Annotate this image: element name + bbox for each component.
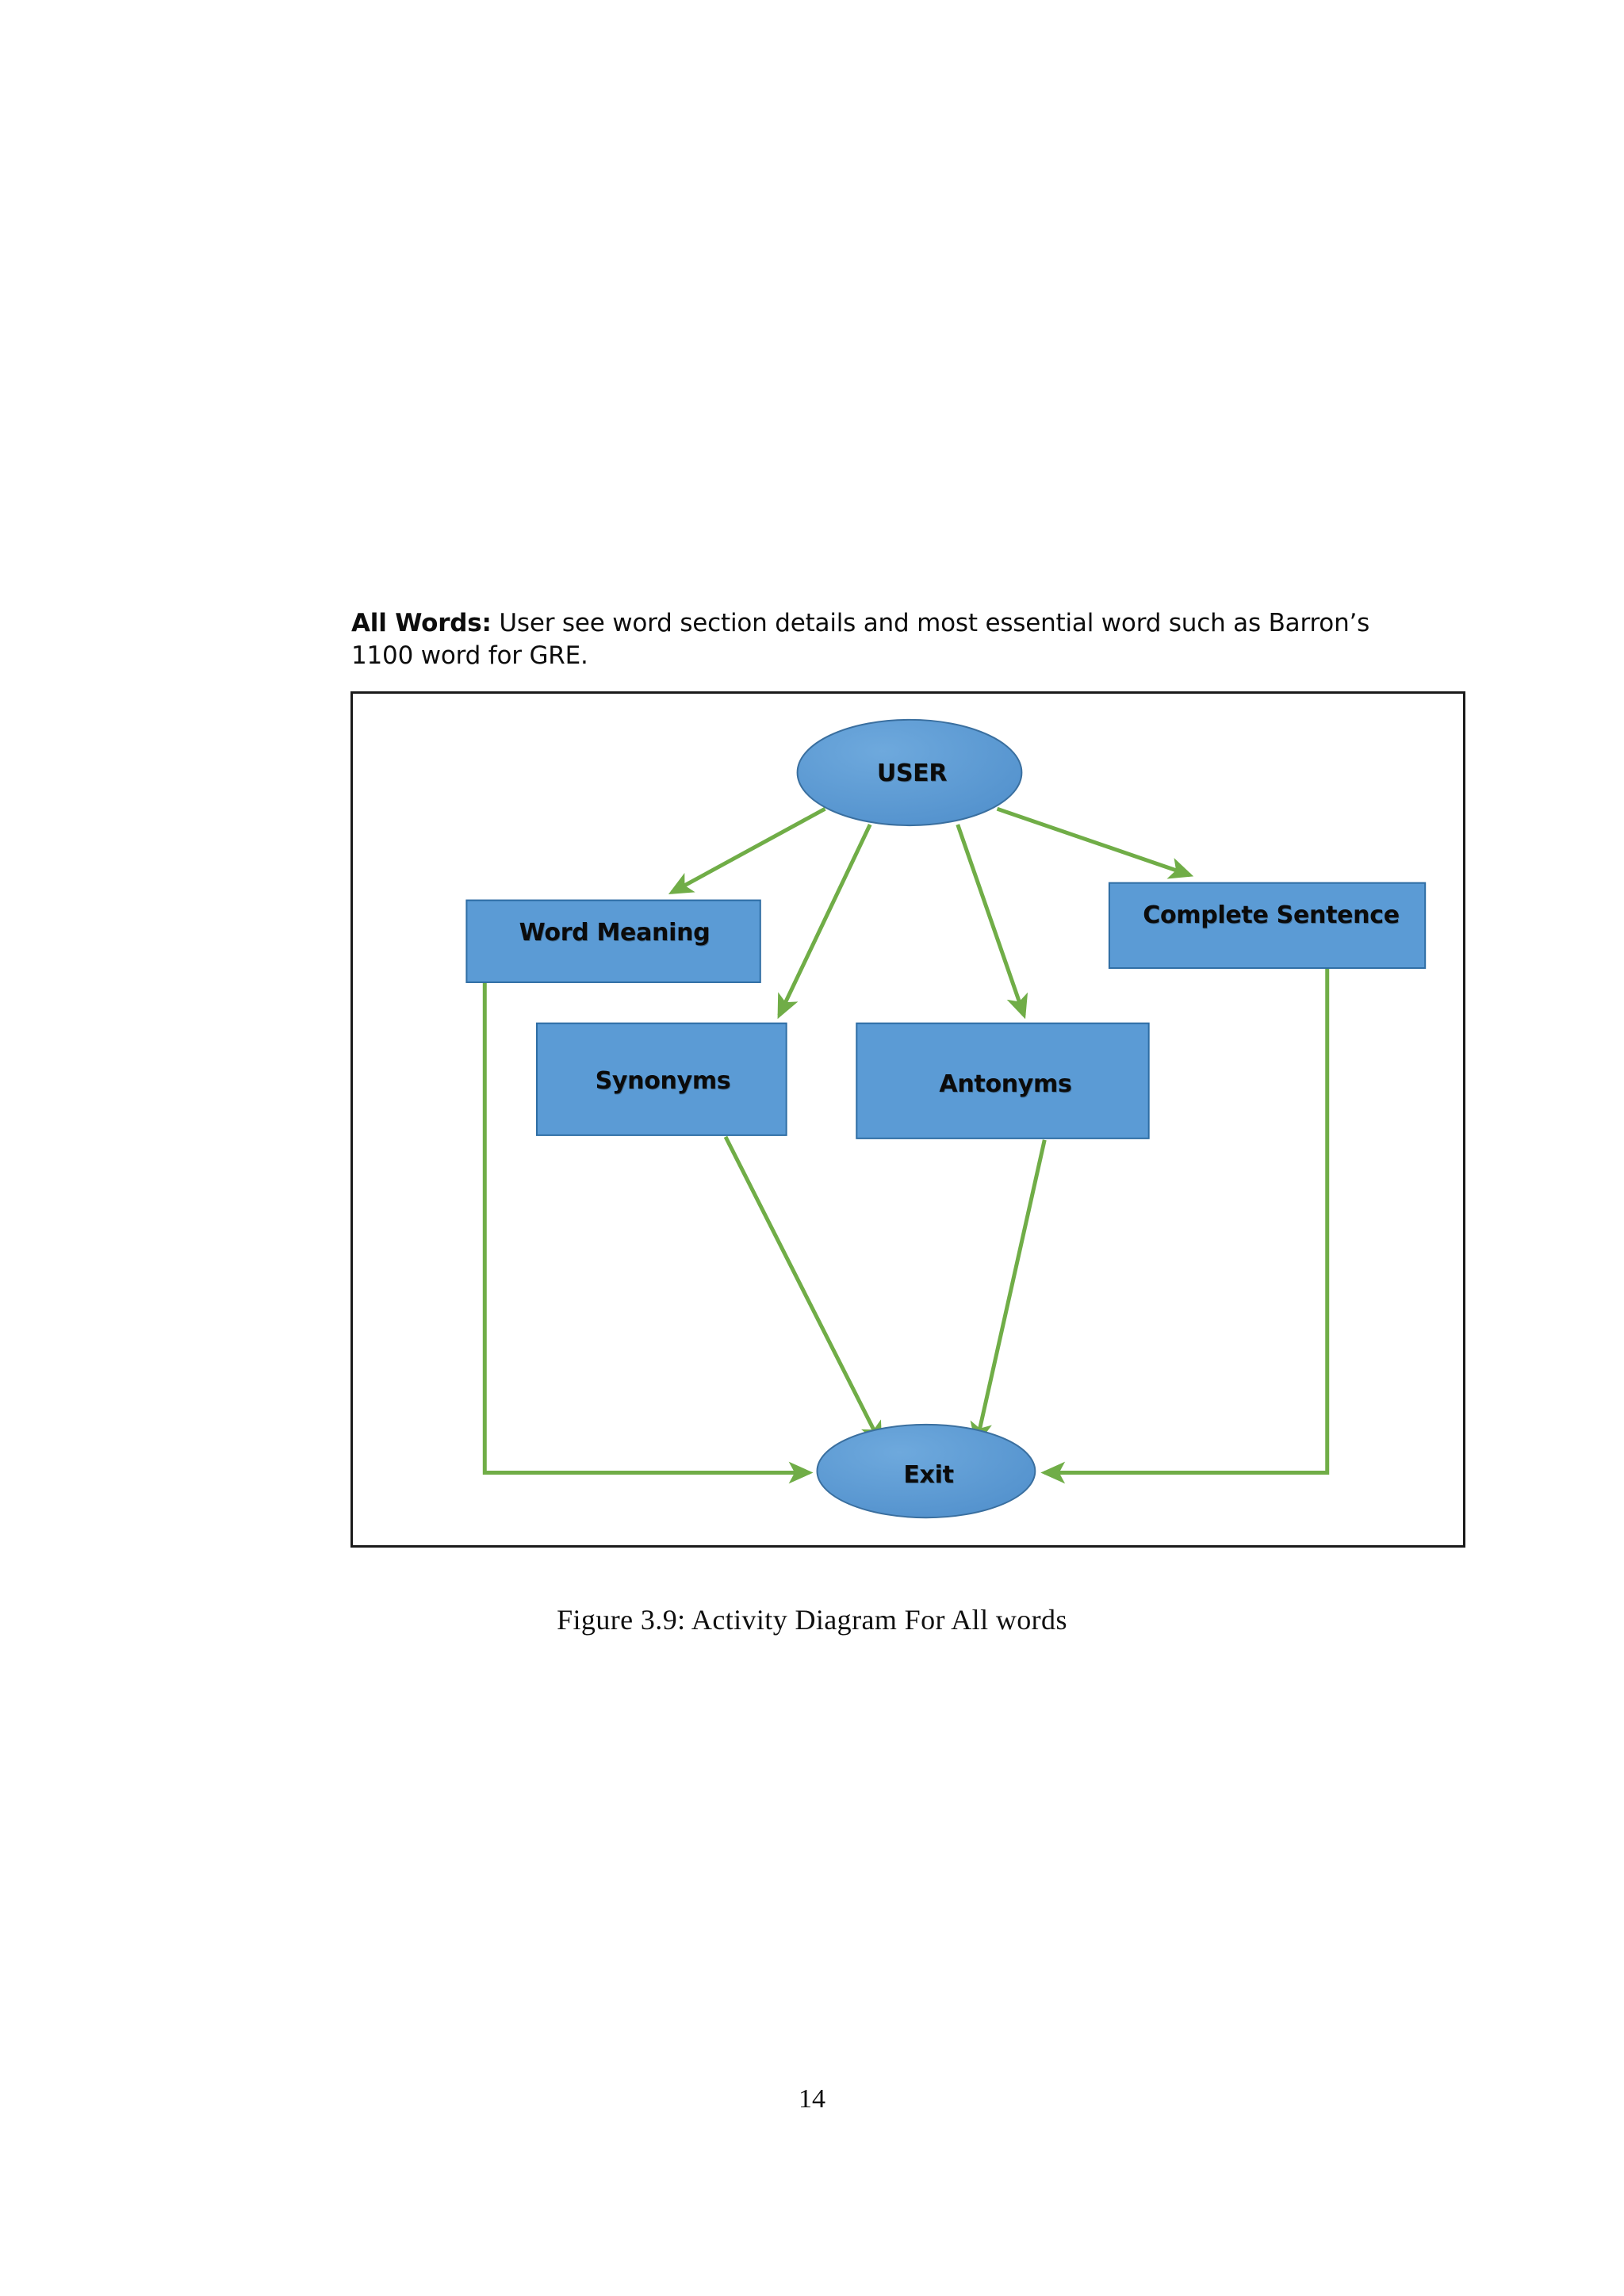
node-exit[interactable] [816,1423,1036,1519]
node-word-meaning-label: Word Meaning [519,919,710,947]
node-synonyms-label: Synonyms [595,1067,731,1095]
edge-user-to-synonyms [777,824,872,1020]
intro-paragraph: All Words: User see word section details… [351,607,1382,672]
edge-antonyms-to-exit [970,1139,1047,1447]
edge-word-meaning-to-exit [482,982,814,1484]
node-antonyms-label: Antonyms [939,1070,1072,1098]
activity-diagram [465,718,1427,1519]
node-synonyms[interactable] [536,1022,787,1136]
figure-frame: USER Word Meaning Complete Sentence Syno… [350,691,1465,1548]
node-complete-sentence[interactable] [1108,882,1427,970]
page-number: 14 [799,2084,825,2114]
node-user[interactable] [796,718,1023,827]
intro-body: User see word section details and most e… [351,609,1370,671]
edge-user-to-complete-sentence [996,806,1194,879]
edge-complete-sentence-to-exit [1040,968,1330,1484]
figure-caption: Figure 3.9: Activity Diagram For All wor… [557,1604,1067,1636]
edge-synonyms-to-exit [723,1135,883,1447]
node-complete-sentence-label: Complete Sentence [1143,901,1400,929]
node-user-label: USER [876,760,948,787]
node-antonyms[interactable] [856,1022,1150,1139]
edge-user-to-word-meaning [668,807,826,894]
node-exit-label: Exit [903,1461,954,1489]
intro-lead: All Words: [351,609,492,637]
edge-user-to-antonyms [956,824,1028,1020]
node-word-meaning[interactable] [465,899,761,983]
